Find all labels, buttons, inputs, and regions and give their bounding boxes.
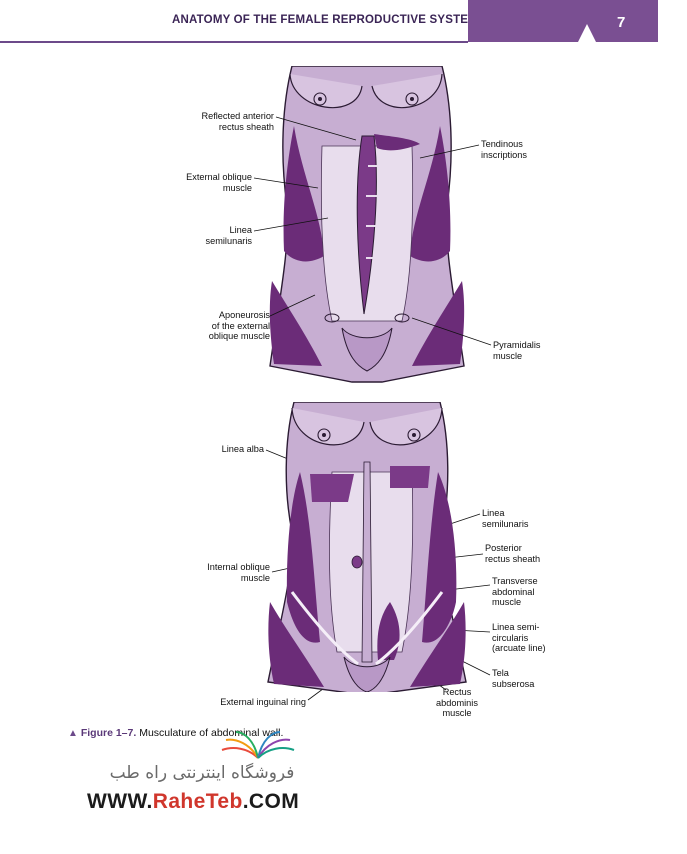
label-linea-semilunaris-bottom: Linea semilunaris xyxy=(482,508,529,529)
header-tab xyxy=(468,0,658,42)
label-posterior-rectus-sheath: Posterior rectus sheath xyxy=(485,543,541,564)
anatomy-illustration-top xyxy=(269,66,465,383)
label-linea-semilunaris-top: Linea semilunaris xyxy=(205,225,252,246)
header-tab-notch xyxy=(578,24,596,42)
watermark-url-brand: RaheTeb xyxy=(152,790,243,813)
header-rule xyxy=(0,41,468,43)
label-pyramidalis-muscle: Pyramidalis muscle xyxy=(493,340,541,361)
watermark-url: WWW.RaheTeb.COM xyxy=(87,790,299,814)
label-rectus-abdominis-muscle: Rectus abdominis muscle xyxy=(436,687,478,718)
anatomy-illustration-bottom xyxy=(267,402,467,692)
page-number: 7 xyxy=(617,14,626,31)
watermark-url-prefix: WWW. xyxy=(87,790,153,813)
label-reflected-anterior-rectus-sheath: Reflected anterior rectus sheath xyxy=(201,111,274,132)
label-external-oblique-muscle: External oblique muscle xyxy=(186,172,252,193)
label-aponeurosis-external-oblique: Aponeurosis of the external oblique musc… xyxy=(208,310,270,341)
running-header-title: ANATOMY OF THE FEMALE REPRODUCTIVE SYSTE… xyxy=(172,14,478,26)
label-transverse-abdominal-muscle: Transverse abdominal muscle xyxy=(492,576,538,607)
label-tela-subserosa: Tela subserosa xyxy=(492,668,535,689)
label-external-inguinal-ring: External inguinal ring xyxy=(220,697,306,707)
watermark-persian-text: فروشگاه اینترنتی راه طب xyxy=(109,763,295,783)
caption-triangle-icon: ▲ xyxy=(68,728,78,739)
label-linea-alba: Linea alba xyxy=(221,444,264,454)
label-tendinous-inscriptions: Tendinous inscriptions xyxy=(481,139,527,160)
label-linea-semicircularis: Linea semi- circularis (arcuate line) xyxy=(492,622,546,653)
label-internal-oblique-muscle: Internal oblique muscle xyxy=(207,562,270,583)
watermark-url-suffix: .COM xyxy=(242,790,300,813)
book-logo-icon xyxy=(221,731,295,759)
caption-figure-label: Figure 1–7. xyxy=(80,727,137,739)
